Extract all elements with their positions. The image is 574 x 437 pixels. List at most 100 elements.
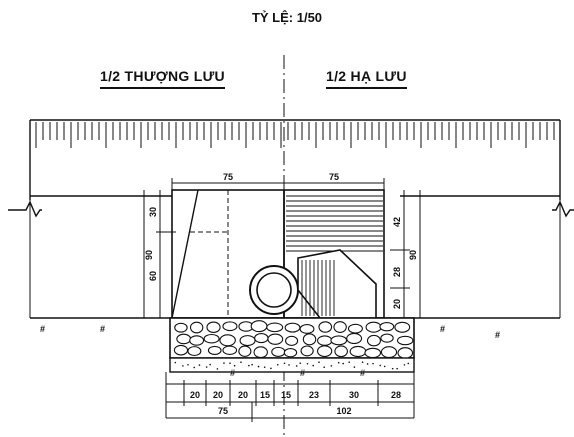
bedding-dots: [174, 361, 410, 370]
bedding-dot: [407, 362, 410, 365]
downstream-half-label: 1/2 HẠ LƯU: [326, 68, 407, 89]
gravel-stone: [285, 335, 299, 346]
ground-mark-7: #: [360, 368, 365, 378]
bedding-dot: [337, 361, 340, 364]
upstream-sloped-face: [171, 189, 199, 319]
culvert-pipe-inner: [256, 272, 292, 308]
gravel-stone: [380, 346, 398, 359]
ground-mark-4: #: [495, 330, 500, 340]
gravel-stone: [207, 345, 222, 355]
gravel-stone: [173, 344, 189, 356]
bedding-dot: [379, 364, 381, 367]
gravel-stone: [222, 321, 238, 332]
bedding-dot: [216, 368, 219, 370]
gravel-stone: [239, 335, 256, 347]
gravel-stone: [366, 334, 381, 347]
bottom-seg-7: 30: [349, 390, 359, 400]
bedding-dot: [251, 363, 253, 366]
top-dim-right: 75: [329, 172, 339, 182]
bedding-dot: [391, 367, 394, 370]
upstream-label-text: 1/2 THƯỢNG LƯU: [100, 68, 225, 84]
gravel-stone: [318, 321, 333, 333]
bedding-dot: [209, 363, 211, 366]
bedding-dot: [257, 365, 260, 368]
bedding-dot: [240, 361, 242, 363]
right-dim-bottom: 20: [392, 299, 402, 309]
bedding-dot: [288, 364, 290, 366]
gravel-stone: [238, 345, 252, 357]
wing-block-hatching: [301, 260, 335, 316]
gravel-stone: [267, 333, 284, 345]
bottom-total-left: 75: [218, 406, 228, 416]
gravel-stone: [346, 332, 363, 345]
bottom-seg-2: 20: [213, 390, 223, 400]
bottom-seg-4: 15: [260, 390, 270, 400]
downstream-underline: [326, 87, 407, 89]
gravel-stone: [176, 333, 192, 345]
bedding-dot: [193, 366, 196, 369]
bottom-seg-8: 28: [391, 390, 401, 400]
bedding-dot: [353, 366, 356, 368]
bedding-dot: [223, 362, 225, 364]
bedding-dot: [229, 362, 231, 364]
gravel-stone: [266, 322, 284, 333]
gravel-stone: [394, 321, 411, 333]
bedding-dot: [174, 361, 177, 364]
gravel-stone: [380, 333, 394, 343]
bedding-dot: [348, 361, 350, 364]
gravel-stone: [222, 345, 238, 355]
gravel-stone: [203, 333, 220, 344]
bottom-segment-ticks: [183, 380, 379, 406]
gravel-stone: [219, 334, 236, 347]
gravel-stone: [254, 332, 269, 344]
left-dim-bottom: 60: [148, 271, 158, 281]
bedding-dot: [233, 364, 236, 367]
gravel-stone: [317, 345, 333, 358]
bottom-seg-1: 20: [190, 390, 200, 400]
bedding-dot: [383, 365, 386, 368]
bedding-dot: [323, 366, 325, 368]
bedding-dot: [182, 365, 184, 367]
top-dim-left: 75: [223, 172, 233, 182]
gravel-stone: [302, 333, 317, 346]
gravel-stone: [349, 345, 367, 358]
bedding-dot: [295, 365, 298, 367]
bedding-dot: [276, 363, 279, 366]
downstream-label-text: 1/2 HẠ LƯU: [326, 68, 407, 84]
ground-mark-3: #: [440, 324, 445, 334]
bedding-dot: [330, 365, 333, 367]
bottom-seg-6: 23: [309, 390, 319, 400]
gravel-stone: [330, 335, 348, 346]
bedding-dot: [366, 363, 369, 365]
bedding-dot: [396, 367, 398, 370]
bedding-dot: [372, 362, 374, 365]
bedding-dot: [403, 364, 406, 366]
gravel-stone: [347, 323, 363, 334]
ground-mark-1: #: [40, 324, 45, 334]
gravel-stone: [250, 320, 268, 333]
bedding-dot: [318, 361, 320, 363]
gravel-stone: [271, 346, 286, 358]
ground-mark-5: #: [230, 368, 235, 378]
bedding-dot: [198, 364, 201, 366]
bedding-dot: [283, 362, 286, 365]
sand-bedding: [169, 357, 415, 373]
bedding-dot: [342, 362, 345, 365]
bedding-dot: [248, 364, 250, 367]
left-dim-total: 90: [144, 250, 154, 260]
right-dim-middle: 28: [392, 267, 402, 277]
upstream-half-label: 1/2 THƯỢNG LƯU: [100, 68, 225, 89]
gravel-stone: [174, 322, 188, 333]
gravel-stone: [189, 321, 204, 334]
ground-mark-2: #: [100, 324, 105, 334]
gravel-stone: [283, 347, 298, 358]
bedding-dot: [361, 361, 364, 364]
bedding-dot: [299, 362, 302, 364]
right-dim-total: 90: [408, 250, 418, 260]
gravel-stone: [284, 322, 301, 333]
bedding-dot: [263, 366, 266, 368]
gravel-stone: [334, 345, 348, 358]
bedding-dot: [312, 364, 315, 367]
ground-mark-6: #: [300, 368, 305, 378]
